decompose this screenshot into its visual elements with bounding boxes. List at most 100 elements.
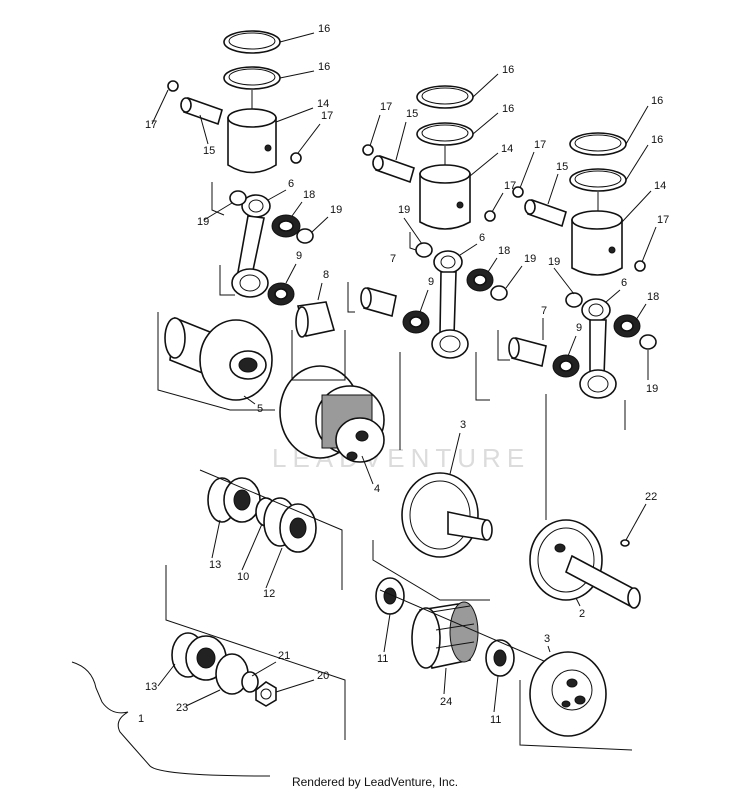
callout-16: 16	[318, 23, 330, 35]
crank-wheel-center	[401, 472, 493, 558]
circlip-right-a	[512, 186, 524, 198]
bearing-center-right	[485, 639, 515, 677]
callout-23: 23	[176, 702, 188, 714]
connecting-rod-right	[579, 298, 617, 399]
thrust-washer-left-b	[296, 228, 314, 244]
piston-ring-lower-center	[416, 122, 474, 146]
wrist-pin-center	[372, 154, 415, 184]
callout-14: 14	[654, 180, 666, 192]
callout-3: 3	[460, 419, 466, 431]
callout-19: 19	[330, 204, 342, 216]
callout-11: 11	[490, 714, 501, 726]
callout-20: 20	[317, 670, 329, 682]
callout-9: 9	[428, 276, 434, 288]
callout-6: 6	[621, 277, 627, 289]
callout-16: 16	[651, 95, 663, 107]
crankpin-center	[360, 286, 397, 318]
callout-4: 4	[374, 483, 380, 495]
callout-17: 17	[145, 119, 157, 131]
callout-14: 14	[317, 98, 329, 110]
crank-wheel-outer-left	[164, 316, 273, 401]
crankpin-right	[508, 337, 547, 367]
callout-19: 19	[548, 256, 560, 268]
piston-ring-lower-right	[569, 168, 627, 192]
crank-wheel-inner-left	[279, 365, 385, 463]
thrust-washer-center-b	[490, 285, 508, 301]
callout-19: 19	[197, 216, 209, 228]
callout-1: 1	[138, 713, 144, 725]
callout-17: 17	[504, 180, 516, 192]
callout-17: 17	[657, 214, 669, 226]
callout-21: 21	[278, 650, 290, 662]
wrist-pin-right	[524, 198, 567, 228]
callout-2: 2	[579, 608, 585, 620]
callout-13: 13	[145, 681, 157, 693]
callout-6: 6	[288, 178, 294, 190]
thrust-washer-right-a	[565, 292, 583, 308]
callout-18: 18	[647, 291, 659, 303]
crankpin-left	[295, 301, 336, 338]
footer-credit: Rendered by LeadVenture, Inc.	[291, 775, 459, 789]
callout-17: 17	[380, 101, 392, 113]
callout-16: 16	[502, 103, 514, 115]
callout-3: 3	[544, 633, 550, 645]
circlip-left-a	[167, 80, 179, 92]
callout-10: 10	[237, 571, 249, 583]
callout-22: 22	[645, 491, 657, 503]
labyrinth-seal-center	[411, 601, 479, 669]
callout-17: 17	[321, 110, 333, 122]
needle-bearing-right	[613, 314, 641, 338]
callout-24: 24	[440, 696, 452, 708]
thrust-washer-center-a	[415, 242, 433, 258]
wrist-pin-left	[180, 96, 223, 126]
callout-15: 15	[556, 161, 568, 173]
callout-5: 5	[257, 403, 263, 415]
callout-9: 9	[296, 250, 302, 262]
big-end-bearing-center	[402, 310, 430, 334]
nut-left	[255, 681, 277, 707]
big-end-bearing-right	[552, 354, 580, 378]
connecting-rod-left	[231, 194, 271, 298]
callout-6: 6	[479, 232, 485, 244]
thrust-washer-left-a	[229, 190, 247, 206]
callout-19: 19	[646, 383, 658, 395]
callout-13: 13	[209, 559, 221, 571]
callout-16: 16	[318, 61, 330, 73]
circlip-center-a	[362, 144, 374, 156]
bearing-center-left	[375, 577, 405, 615]
callout-15: 15	[203, 145, 215, 157]
piston-left	[227, 108, 277, 174]
piston-center	[419, 164, 471, 230]
assembly-brace	[71, 661, 271, 777]
thrust-washer-right-b	[639, 334, 657, 350]
circlip-left-b	[290, 152, 302, 164]
crank-wheel-outer-right	[529, 651, 607, 737]
piston-ring-upper-right	[569, 132, 627, 156]
callout-8: 8	[323, 269, 329, 281]
spacer-left	[241, 671, 259, 693]
callout-labels: 1616171514176191819985413101216161715141…	[138, 23, 669, 726]
callout-9: 9	[576, 322, 582, 334]
needle-bearing-center	[466, 268, 494, 292]
callout-11: 11	[377, 653, 388, 665]
crank-wheel-right	[529, 519, 641, 609]
circlip-right-b	[634, 260, 646, 272]
callout-19: 19	[524, 253, 536, 265]
big-end-bearing-left	[267, 282, 295, 306]
callout-14: 14	[501, 143, 513, 155]
callout-19: 19	[398, 204, 410, 216]
circlip-center-b	[484, 210, 496, 222]
callout-15: 15	[406, 108, 418, 120]
callout-16: 16	[651, 134, 663, 146]
callout-12: 12	[263, 588, 275, 600]
callout-18: 18	[303, 189, 315, 201]
callout-17: 17	[534, 139, 546, 151]
callout-7: 7	[541, 305, 547, 317]
callout-16: 16	[502, 64, 514, 76]
piston-ring-lower-left	[223, 66, 281, 90]
connecting-rod-center	[431, 250, 469, 359]
piston-right	[571, 210, 623, 276]
main-bearing-left	[207, 477, 261, 523]
woodruff-key	[620, 539, 630, 547]
